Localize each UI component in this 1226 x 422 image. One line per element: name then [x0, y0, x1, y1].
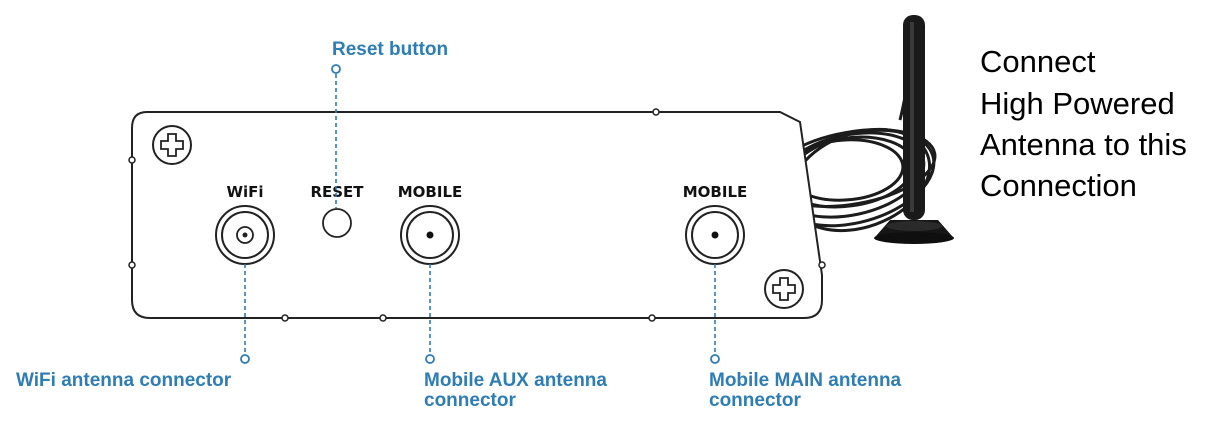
wifi-leader-dot — [240, 354, 250, 364]
mobile-aux-callout-line2: connector — [424, 390, 516, 411]
mobile-aux-leader-dot — [425, 354, 435, 364]
wifi-port-label: WiFi — [226, 183, 263, 201]
wifi-antenna-callout: WiFi antenna connector — [16, 370, 232, 391]
mobile-aux-port-label: MOBILE — [398, 183, 463, 201]
panel-notches — [128, 108, 826, 322]
note-line-3: Antenna to this — [980, 127, 1187, 162]
instruction-note: Connect High Powered Antenna to this Con… — [980, 44, 1187, 203]
screw-icon-right — [764, 269, 804, 309]
wifi-antenna-connector[interactable] — [215, 205, 275, 265]
mobile-main-antenna-connector[interactable] — [685, 205, 745, 265]
mobile-aux-antenna-connector[interactable] — [400, 205, 460, 265]
router-panel-outline — [131, 111, 823, 319]
mobile-main-callout-line2: connector — [709, 390, 801, 411]
mobile-main-port-label: MOBILE — [683, 183, 748, 201]
antenna-icon — [874, 15, 954, 244]
reset-button[interactable] — [322, 208, 352, 238]
screw-icon-left — [152, 125, 192, 165]
note-line-2: High Powered — [980, 86, 1175, 121]
note-line-1: Connect — [980, 44, 1096, 79]
reset-leader-dot — [331, 64, 341, 74]
mobile-main-leader-dot — [710, 354, 720, 364]
reset-port-label: RESET — [310, 183, 364, 201]
reset-button-callout: Reset button — [332, 39, 448, 60]
mobile-aux-callout-line1: Mobile AUX antenna — [424, 370, 607, 391]
note-line-4: Connection — [980, 168, 1137, 203]
mobile-main-callout-line1: Mobile MAIN antenna — [709, 370, 902, 391]
